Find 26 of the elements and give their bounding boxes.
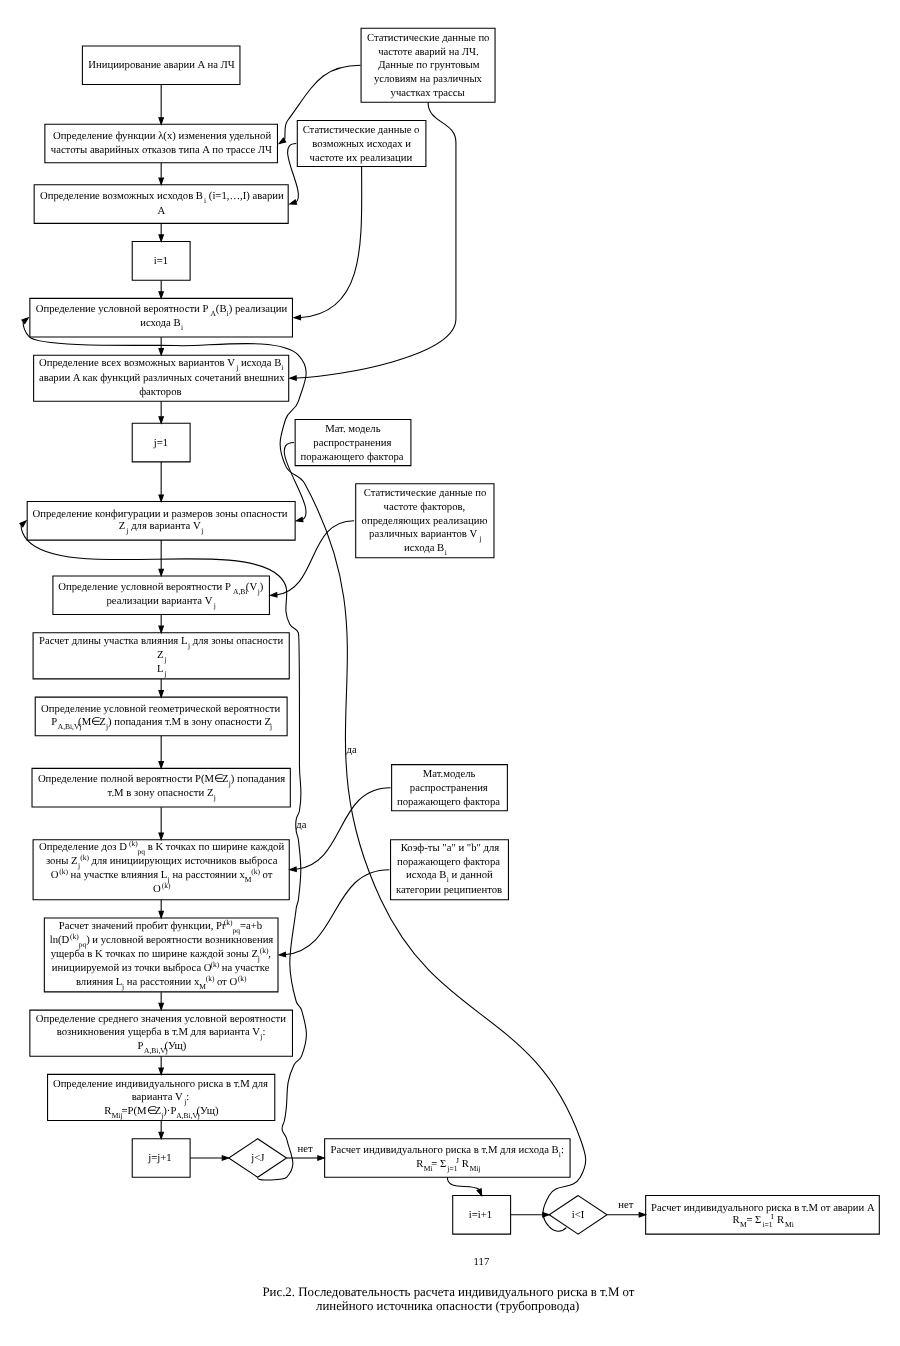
- arrow: [277, 869, 390, 958]
- arrow: [18, 519, 307, 1181]
- arrow: [158, 539, 165, 578]
- arrow: [287, 142, 299, 205]
- arrow: [158, 400, 165, 425]
- arrow: [446, 1176, 483, 1197]
- arrow: [189, 1155, 231, 1161]
- arrow: [288, 101, 457, 382]
- arrow: [283, 442, 307, 523]
- arrow: [158, 461, 165, 504]
- arrow: [21, 316, 587, 1232]
- arrow: [158, 678, 165, 699]
- arrow: [606, 1211, 648, 1218]
- arrow: [158, 991, 165, 1012]
- arrow: [158, 806, 165, 842]
- arrow: [158, 84, 165, 126]
- arrow: [292, 166, 363, 321]
- arrow: [158, 735, 165, 770]
- arrow: [158, 1120, 165, 1141]
- arrow: [158, 1055, 165, 1076]
- arrow: [288, 787, 392, 873]
- arrow: [268, 520, 355, 598]
- arrow: [286, 1155, 326, 1161]
- arrow: [158, 899, 165, 920]
- arrow: [277, 64, 362, 145]
- arrow: [158, 279, 165, 300]
